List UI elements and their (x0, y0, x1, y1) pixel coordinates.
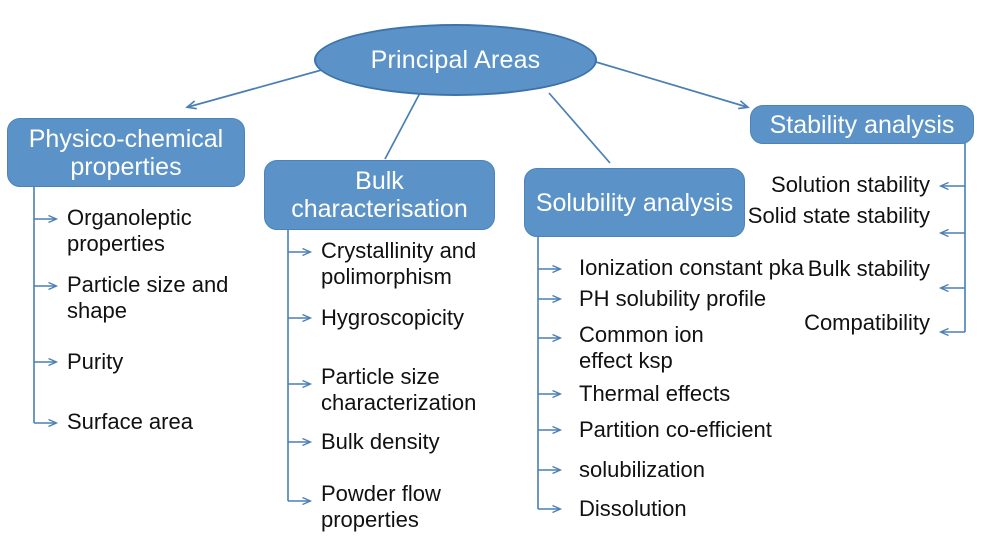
branch-node-label: Bulk characterisation (291, 167, 468, 223)
leaf-item-solution-stability: Solution stability (771, 172, 930, 197)
leaf-item-organoleptic-properties: Organoleptic properties (67, 205, 192, 256)
branch-node-physico-chemical-properties[interactable]: Physico-chemical properties (7, 118, 245, 187)
connector-root-to-physico (185, 65, 337, 110)
leaf-item-hygroscopicity: Hygroscopicity (321, 305, 465, 330)
leaf-item-solid-state-stability: Solid state stability (747, 203, 930, 228)
leaf-item-compatibility: Compatibility (804, 310, 930, 335)
connector-group-stability (938, 143, 966, 337)
branch-node-label: Physico-chemical properties (28, 124, 224, 181)
connector-root-to-stability (595, 61, 750, 110)
branch-node-bulk-characterisation[interactable]: Bulk characterisation (264, 160, 495, 230)
root-node-principal-areas[interactable]: Principal Areas (314, 24, 597, 96)
leaf-item-crystallinity-and-polimorphism: Crystallinity and polimorphism (321, 238, 477, 289)
leaf-item-powder-flow-properties: Powder flow properties (321, 481, 441, 532)
root-node-label: Principal Areas (370, 45, 541, 74)
leaf-item-bulk-density: Bulk density (321, 429, 440, 454)
leaf-item-ionization-constant-pka: Ionization constant pka (579, 255, 805, 280)
leaf-item-ph-solubility-profile: PH solubility profile (579, 286, 767, 311)
connector-group-bulk (287, 230, 313, 506)
leaf-item-particle-size-and-shape: Particle size and shape (67, 272, 229, 323)
leaf-item-purity: Purity (67, 349, 124, 374)
connector-root-to-solubility (548, 92, 611, 164)
leaf-item-surface-area: Surface area (67, 409, 193, 434)
branch-node-solubility-analysis[interactable]: Solubility analysis (524, 168, 745, 237)
branch-node-stability-analysis[interactable]: Stability analysis (750, 105, 974, 144)
leaf-item-particle-size-characterization: Particle size characterization (321, 364, 477, 415)
connector-group-physico (33, 187, 59, 428)
branch-node-label: Stability analysis (769, 110, 955, 139)
leaf-item-common-ion-effect-ksp: Common ion effect ksp (579, 322, 704, 373)
leaf-item-bulk-stability: Bulk stability (807, 256, 930, 281)
connector-group-solubility (537, 237, 563, 514)
leaf-item-dissolution: Dissolution (579, 496, 687, 521)
branch-node-label: Solubility analysis (535, 188, 734, 217)
leaf-item-partition-co-efficient: Partition co-efficient (579, 417, 772, 442)
leaf-item-solubilization: solubilization (579, 457, 705, 482)
leaf-item-thermal-effects: Thermal effects (579, 381, 731, 406)
connector-root-to-bulk (384, 90, 422, 160)
